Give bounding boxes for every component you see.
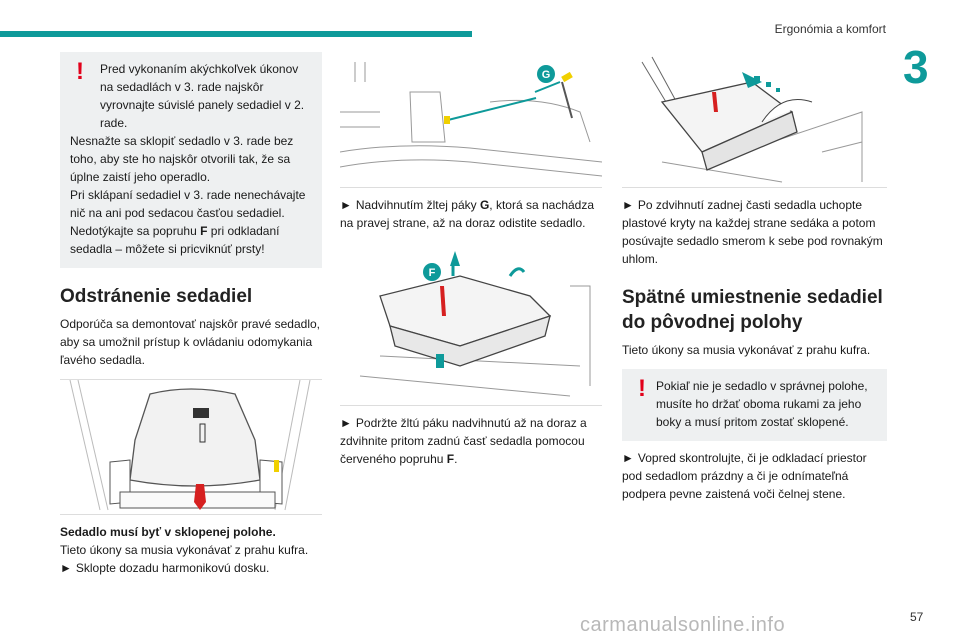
- chapter-number: 3: [903, 41, 929, 93]
- page-number: 57: [910, 610, 924, 624]
- header-accent-bar: [0, 31, 472, 37]
- watermark: carmanualsonline.info: [580, 614, 786, 636]
- step-check-storage: ►Vopred skontrolujte, či je odkladací pr…: [622, 451, 867, 502]
- strap-f-illustration: F: [340, 246, 602, 406]
- step-slide-seat: ►Po zdvihnutí zadnej časti sedadla uchop…: [622, 198, 883, 266]
- step-fold-board: ►Sklopte dozadu harmonikovú dosku.: [60, 560, 270, 575]
- heading-reinstall: Spätné umiestnenie sedadiel do pôvodnej …: [622, 287, 883, 333]
- label-g: G: [542, 69, 551, 81]
- step-lever-g: ►Nadvihnutím žltej páky G, ktorá sa nach…: [340, 198, 595, 230]
- warning-text-4: Nedotýkajte sa popruhu F pri odkladaní s…: [70, 224, 280, 256]
- warning-text-2: Nesnažte sa sklopiť sedadlo v 3. rade be…: [70, 134, 294, 184]
- section-title: Ergonómia a komfort: [774, 22, 886, 36]
- warning-text-5: Pokiaľ nie je sedadlo v správnej polohe,…: [656, 379, 868, 430]
- heading-removal: Odstránenie sedadiel: [60, 286, 253, 307]
- column-1: ! Pred vykonaním akýchkoľvek úkonov na s…: [60, 52, 322, 577]
- warning-box: ! Pred vykonaním akýchkoľvek úkonov na s…: [60, 52, 322, 268]
- caption-bold: Sedadlo musí byť v sklopenej polohe.: [60, 524, 276, 539]
- lever-g-illustration: G: [340, 52, 602, 188]
- step-strap-f: ►Podržte žltú páku nadvihnutú až na dora…: [340, 416, 587, 466]
- warning-text-3: Pri sklápaní sedadiel v 3. rade nenecháv…: [70, 188, 306, 220]
- warning-icon-2: !: [638, 375, 646, 403]
- column-3: ►Po zdvihnutí zadnej časti sedadla uchop…: [622, 52, 887, 503]
- warning-text-1: Pred vykonaním akýchkoľvek úkonov na sed…: [100, 62, 305, 130]
- seat-folded-illustration: [60, 378, 322, 515]
- column-2: G ►Nadvihnutím žltej páky G, ktorá sa na…: [340, 52, 602, 468]
- warning-box-2: ! Pokiaľ nie je sedadlo v správnej poloh…: [622, 369, 887, 442]
- warning-icon: !: [76, 58, 84, 85]
- label-f: F: [429, 267, 436, 279]
- seat-slide-illustration: [622, 52, 887, 188]
- caption-text: Tieto úkony sa musia vykonávať z prahu k…: [60, 542, 309, 557]
- intro-text: Odporúča sa demontovať najskôr pravé sed…: [60, 316, 320, 367]
- reinstall-intro: Tieto úkony sa musia vykonávať z prahu k…: [622, 343, 871, 358]
